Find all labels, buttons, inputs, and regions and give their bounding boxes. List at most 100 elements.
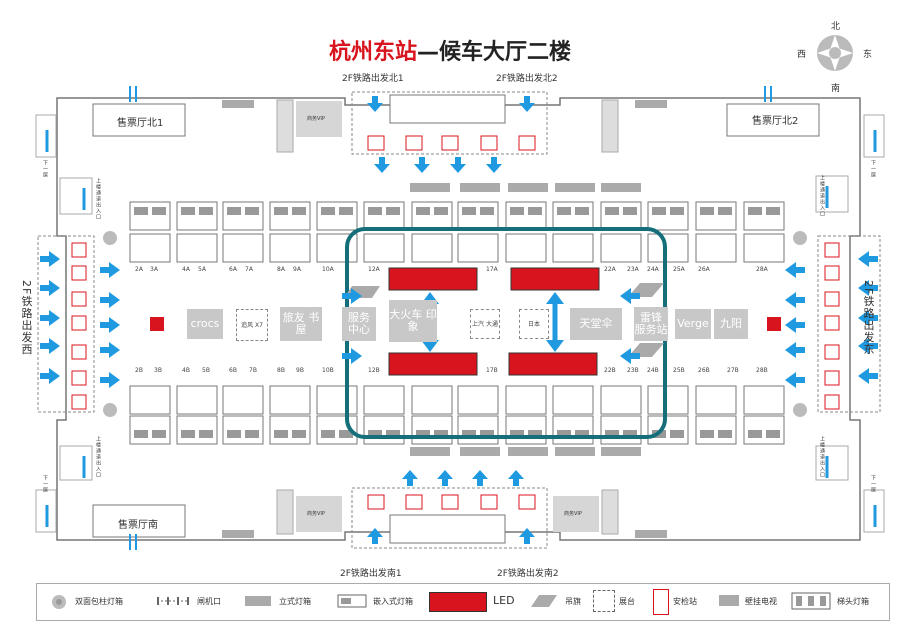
down-label-nw: 下一层 (42, 160, 48, 178)
gate-label: 7A (245, 266, 253, 273)
shop-jiuyang[interactable]: 九阳 (714, 309, 748, 339)
shop-daohuo[interactable]: 大火车 印象 (389, 300, 437, 342)
gate-label: 25B (673, 367, 685, 374)
up-arrow-icon (477, 478, 483, 486)
shop-cafe[interactable]: 日本 (519, 309, 549, 339)
right-arrow-icon (100, 347, 110, 353)
gate-light-bottom (245, 430, 259, 438)
arrow-head-icon (546, 340, 564, 352)
service-center-west[interactable]: 服务 中心 (342, 307, 376, 341)
gate-label: 23B (627, 367, 639, 374)
right-arrow-icon (342, 353, 352, 359)
gate-bank-top (647, 201, 689, 231)
up-arrow-icon (524, 536, 530, 544)
gate-door-top (647, 233, 689, 263)
standing-light (410, 447, 450, 456)
led-screen (388, 352, 478, 376)
right-arrow-icon (100, 377, 110, 383)
security-booth (71, 394, 87, 410)
legend-led: LED (493, 594, 515, 607)
gate-label: 12B (368, 367, 380, 374)
shop-verge[interactable]: Verge (675, 309, 711, 339)
security-booth (824, 315, 840, 331)
gate-bank-top (552, 201, 594, 231)
gate-light-bottom (199, 430, 213, 438)
gate-label: 12A (368, 266, 380, 273)
left-arrow-head (858, 310, 869, 326)
gate-bank-top (129, 201, 171, 231)
down-arrow-icon (372, 96, 378, 104)
column-light-icon (793, 403, 807, 417)
gate-door-bottom (695, 385, 737, 415)
exit-north-1-label: 2F铁路出发北1 (342, 74, 404, 84)
shop-crocs[interactable]: crocs (187, 309, 223, 339)
gate-door-top (222, 233, 264, 263)
left-arrow-head (858, 280, 869, 296)
arrow-head-icon (421, 340, 439, 352)
gate-door-bottom (411, 385, 453, 415)
shop-shangpin[interactable]: 上汽 大通 (470, 309, 500, 339)
right-arrow-head (49, 251, 60, 267)
gate-light-top (623, 207, 637, 215)
security-booth (824, 265, 840, 281)
shop-jiaoyou[interactable]: 旅友 书屋 (280, 307, 322, 341)
compass-west: 西 (797, 50, 807, 60)
gate-label: 28B (756, 367, 768, 374)
legend-flag: 吊旗 (565, 597, 581, 606)
gate-light-top (321, 207, 335, 215)
wall-tv-swatch (719, 595, 739, 606)
gate-bank-top (743, 201, 785, 231)
gate-light-top (462, 207, 476, 215)
gate-label: 22A (604, 266, 616, 273)
left-arrow-icon (868, 315, 878, 321)
gate-bank-top (411, 201, 453, 231)
page-title: 杭州东站—候车大厅二楼 (0, 34, 900, 66)
down-arrow-icon (379, 157, 385, 165)
standing-light (555, 183, 595, 192)
gate-door-bottom (743, 385, 785, 415)
compass-south: 南 (831, 84, 841, 94)
security-booth (441, 494, 459, 510)
security-booth (480, 494, 498, 510)
column-light-icon (793, 231, 807, 245)
right-arrow-head (109, 342, 120, 358)
ticket-hall-north-1: 售票厅北1 (117, 118, 164, 129)
gate-light-bottom (700, 430, 714, 438)
vip-lounge-se: 商务VIP (564, 511, 582, 517)
security-booth (367, 494, 385, 510)
down-arrow-head (414, 164, 430, 173)
left-arrow-head (858, 368, 869, 384)
gate-light-bottom (321, 430, 335, 438)
security-booth (71, 265, 87, 281)
shop-tiantang[interactable]: 天堂伞 (570, 308, 622, 340)
gate-light-bottom (670, 430, 684, 438)
standing-light (601, 183, 641, 192)
legend-embedded-light: 嵌入式灯箱 (373, 597, 413, 606)
gate-bank-top (457, 201, 499, 231)
left-arrow-icon (868, 285, 878, 291)
leifeng-service[interactable]: 雷锋 服务站 (634, 307, 668, 341)
legend: 双面包柱灯箱 闸机口 立式灯箱 嵌入式灯箱 LED 吊旗 展台 安检站 壁挂电视… (36, 583, 890, 621)
escalator-label-se: 上楼通道出入口 (819, 436, 825, 478)
security-booth (71, 242, 87, 258)
gate-door-bottom (600, 385, 642, 415)
shop-zhuifeng[interactable]: 追风 X7 (236, 309, 268, 341)
standing-light (410, 183, 450, 192)
left-arrow-head (858, 338, 869, 354)
legend-booth: 展台 (619, 597, 635, 606)
gate-door-top (600, 233, 642, 263)
column-light-icon (103, 231, 117, 245)
gate-door-bottom (129, 385, 171, 415)
legend-gate: 闸机口 (197, 597, 221, 606)
down-label-sw: 下一层 (42, 475, 48, 493)
right-arrow-icon (100, 297, 110, 303)
up-arrow-head (437, 470, 453, 479)
gate-door-bottom (363, 385, 405, 415)
led-screen (510, 267, 600, 291)
gate-light-top (339, 207, 353, 215)
led-screen (388, 267, 478, 291)
left-arrow-icon (868, 343, 878, 349)
gate-light-top (181, 207, 195, 215)
left-arrow-icon (795, 267, 805, 273)
